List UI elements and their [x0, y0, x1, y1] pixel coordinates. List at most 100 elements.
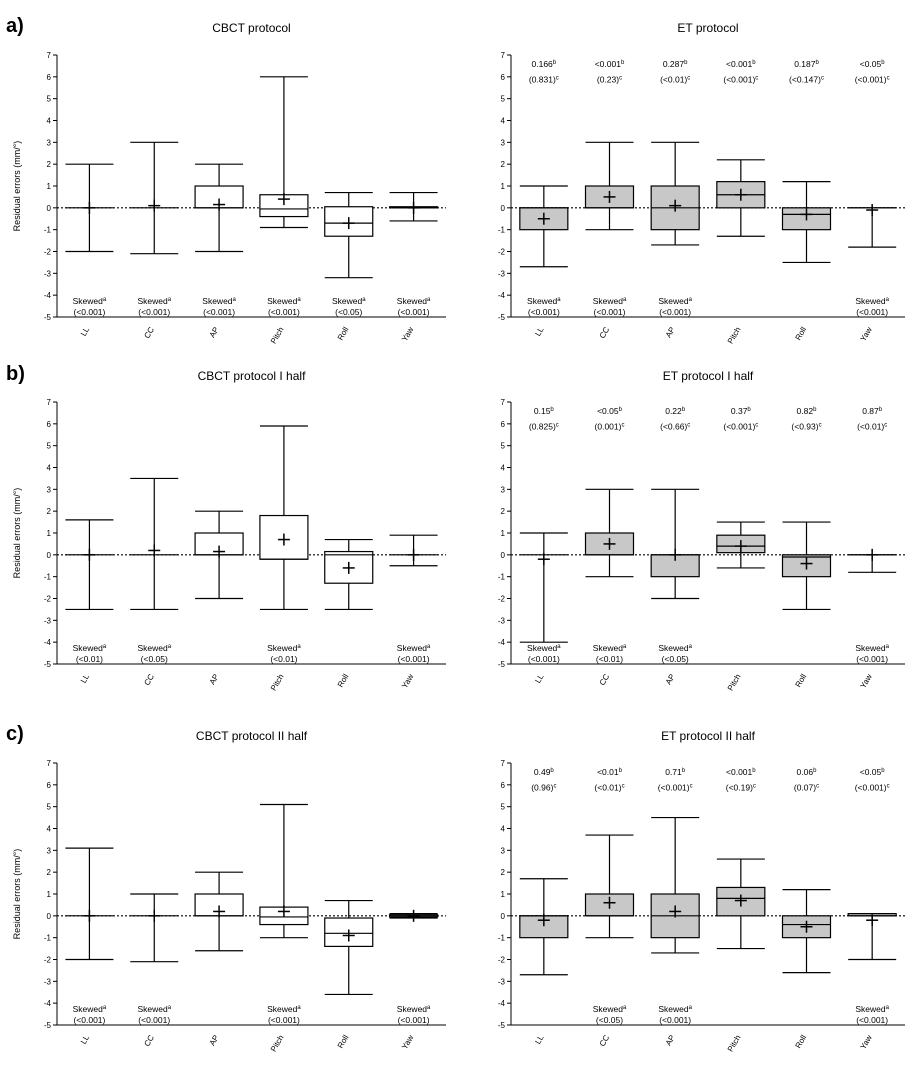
top-pvalue-superscript: b [550, 407, 554, 413]
skewed-label: Skeweda [527, 296, 561, 306]
top-pvalue-paren: (<0.147)c [789, 74, 824, 84]
box-pitch [716, 858, 766, 950]
top-pvalue-paren: (<0.001)c [723, 421, 758, 431]
skewed-label-superscript: a [297, 1005, 301, 1011]
top-pvalue: 0.37b [731, 406, 752, 416]
skewed-label-value: Skewed [593, 1004, 624, 1014]
skewed-pvalue: (<0.01) [596, 654, 623, 664]
panel-title: ET protocol II half [661, 729, 755, 743]
y-tick-label: -5 [44, 660, 52, 669]
top-pvalue-paren-superscript: c [755, 75, 758, 81]
skewed-label: Skeweda [593, 643, 627, 653]
y-tick-label: 5 [47, 95, 52, 104]
y-tick-label: -1 [44, 934, 52, 943]
top-pvalue: 0.87b [862, 406, 883, 416]
y-tick-label: -1 [498, 226, 506, 235]
y-tick-label: 6 [501, 73, 506, 82]
skewed-label-value: Skewed [593, 296, 624, 306]
top-pvalue-paren: (<0.66)c [660, 421, 690, 431]
y-tick-label: 5 [501, 442, 506, 451]
x-tick-label: Pitch [726, 326, 743, 346]
box-yaw [847, 913, 897, 961]
x-tick-label: Roll [794, 325, 809, 342]
top-pvalue-paren-value: (<0.001) [658, 782, 690, 792]
top-pvalue-paren-superscript: c [887, 783, 890, 789]
top-pvalue: 0.166b [532, 59, 557, 69]
skewed-pvalue: (<0.001) [856, 1015, 888, 1025]
skewed-pvalue: (<0.01) [270, 654, 297, 664]
skewed-label: Skeweda [527, 643, 561, 653]
skewed-pvalue: (<0.05) [141, 654, 168, 664]
box-ap [194, 510, 244, 600]
skewed-pvalue: (<0.001) [73, 307, 105, 317]
skewed-label-value: Skewed [658, 1004, 689, 1014]
y-tick-label: 7 [501, 51, 506, 60]
skewed-label-value: Skewed [267, 296, 298, 306]
skewed-label-superscript: a [689, 1005, 693, 1011]
top-pvalue-value: 0.87 [862, 406, 879, 416]
skewed-pvalue: (<0.05) [662, 654, 689, 664]
skewed-label-value: Skewed [527, 643, 558, 653]
y-tick-label: -4 [498, 999, 506, 1008]
box-yaw [389, 534, 438, 567]
skewed-label-superscript: a [233, 297, 237, 303]
y-tick-label: -3 [498, 616, 506, 625]
top-pvalue-value: 0.82 [797, 406, 814, 416]
y-tick-label: -4 [44, 291, 52, 300]
box-ll [65, 847, 114, 961]
skewed-label: Skeweda [855, 296, 889, 306]
skewed-label: Skeweda [267, 1004, 301, 1014]
y-tick-label: -3 [44, 616, 52, 625]
top-pvalue: <0.001b [595, 59, 625, 69]
y-tick-label: 1 [47, 182, 52, 191]
skewed-label-superscript: a [689, 644, 693, 650]
y-tick-label: 6 [501, 781, 506, 790]
top-pvalue-superscript: b [752, 768, 756, 774]
skewed-label: Skeweda [137, 643, 171, 653]
row-label-c: c) [6, 723, 24, 745]
y-tick-label: -5 [498, 660, 506, 669]
skewed-label-value: Skewed [73, 643, 104, 653]
y-tick-label: 7 [501, 398, 506, 407]
x-tick-label: CC [142, 672, 156, 687]
top-pvalue-value: <0.001 [595, 59, 622, 69]
top-pvalue-value: 0.37 [731, 406, 748, 416]
top-pvalue-value: <0.05 [860, 59, 882, 69]
box-cc [584, 141, 635, 231]
skewed-label-value: Skewed [397, 1004, 428, 1014]
top-pvalue: 0.287b [663, 59, 688, 69]
top-pvalue-superscript: b [879, 407, 883, 413]
box-roll [324, 191, 374, 279]
skewed-label-value: Skewed [267, 1004, 298, 1014]
top-pvalue-superscript: b [813, 407, 817, 413]
x-tick-label: CC [142, 1033, 156, 1048]
top-pvalue-paren-value: (<0.001) [723, 74, 755, 84]
box-roll [324, 538, 374, 611]
y-tick-label: 6 [501, 420, 506, 429]
skewed-label: Skeweda [73, 643, 107, 653]
skewed-label-superscript: a [427, 1005, 431, 1011]
y-tick-label: 0 [501, 551, 506, 560]
skewed-pvalue: (<0.01) [76, 654, 103, 664]
top-pvalue-paren-value: (<0.147) [789, 74, 821, 84]
skewed-label-superscript: a [557, 644, 561, 650]
y-tick-label: 1 [501, 890, 506, 899]
y-tick-label: -2 [44, 956, 52, 965]
y-tick-label: -1 [498, 934, 506, 943]
y-tick-label: 4 [47, 117, 52, 126]
skewed-label-superscript: a [168, 644, 172, 650]
top-pvalue: <0.001b [726, 59, 756, 69]
x-tick-label: CC [598, 1033, 612, 1048]
x-tick-label: AP [664, 1034, 677, 1048]
skewed-label: Skeweda [202, 296, 236, 306]
box-yaw [848, 548, 897, 573]
top-pvalue-value: 0.287 [663, 59, 685, 69]
y-tick-label: -5 [498, 313, 506, 322]
top-pvalue-value: 0.166 [532, 59, 554, 69]
skewed-label-superscript: a [557, 297, 561, 303]
top-pvalue-value: <0.001 [726, 59, 753, 69]
y-tick-label: -1 [44, 226, 52, 235]
